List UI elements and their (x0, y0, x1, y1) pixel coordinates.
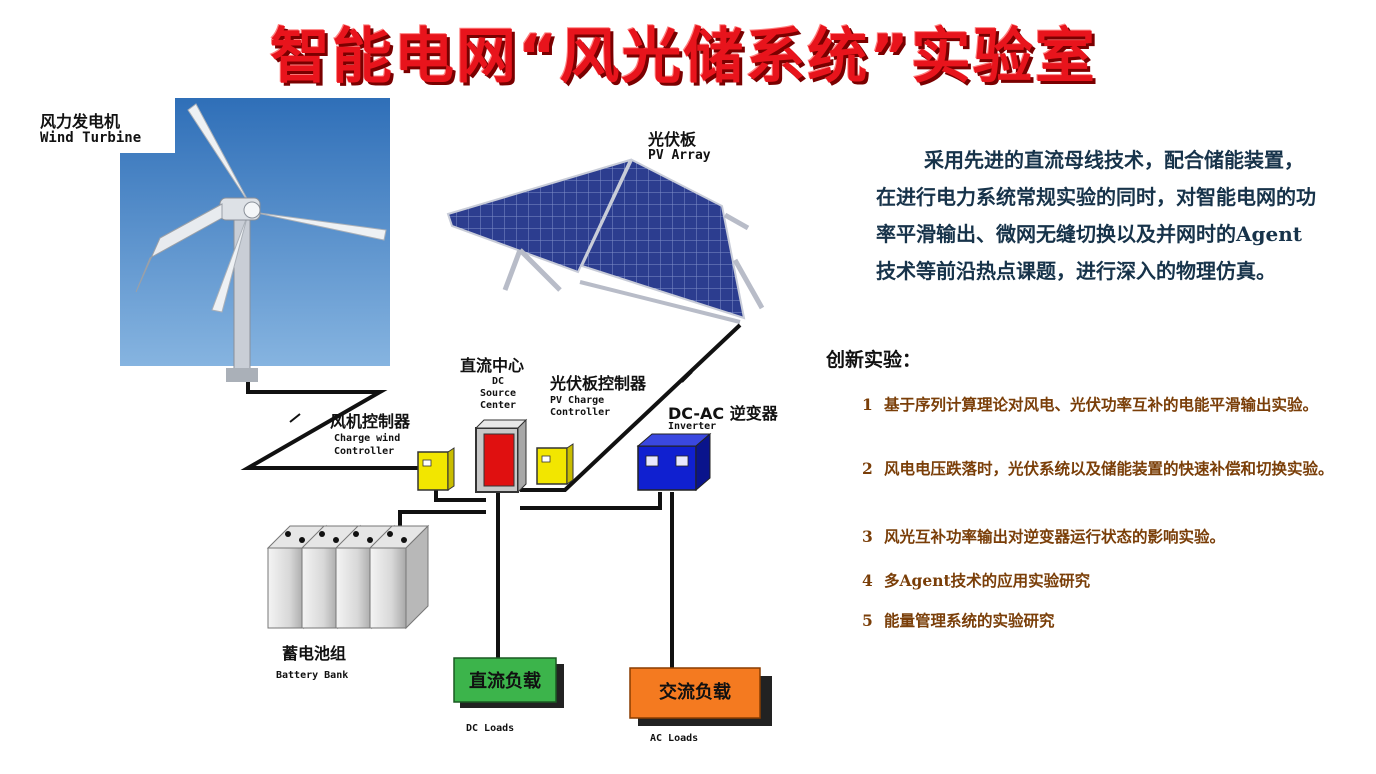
wind-controller-label-en: Charge wind Controller (334, 432, 400, 458)
battery-bank-image (266, 524, 430, 630)
wind-turbine-image (120, 98, 390, 382)
innovation-item-number: 5 (862, 611, 873, 630)
dc-center-en-line: DC (491, 376, 505, 387)
dc-loads-label-en: DC Loads (466, 723, 515, 734)
pv-controller-box (536, 443, 574, 485)
dc-center-en-line: Source (479, 388, 517, 399)
innovation-item-text: 能量管理系统的实验研究 (884, 611, 1055, 630)
pv-controller-en-line: Controller (550, 407, 611, 418)
inverter-label-en: Inverter (668, 421, 717, 432)
innovation-item-text: 多Agent技术的应用实验研究 (884, 571, 1091, 590)
innovation-item: 5 能量管理系统的实验研究 (862, 610, 1352, 631)
innovation-item-number: 3 (862, 527, 873, 546)
innovation-item-text: 风电电压跌落时，光伏系统以及储能装置的快速补偿和切换实验。 (884, 459, 1334, 478)
pv-array-image (446, 158, 765, 324)
innovation-item: 2 风电电压跌落时，光伏系统以及储能装置的快速补偿和切换实验。 (862, 458, 1352, 479)
dc-center-label-en: DC Source Center (462, 376, 534, 412)
innovation-item: 1 基于序列计算理论对风电、光伏功率互补的电能平滑输出实验。 (862, 394, 1352, 415)
innovation-item: 4 多Agent技术的应用实验研究 (862, 570, 1352, 591)
dc-center-box (474, 418, 528, 494)
wind-controller-label-cn: 风机控制器 (330, 412, 411, 431)
wire-breaks (289, 371, 693, 423)
pv-controller-label-cn: 光伏板控制器 (550, 374, 647, 393)
innovation-item-number: 1 (862, 395, 873, 414)
pv-array-label-cn: 光伏板 (648, 130, 697, 149)
ac-loads-label-en: AC Loads (650, 733, 699, 744)
innovation-item-text: 风光互补功率输出对逆变器运行状态的影响实验。 (884, 527, 1226, 546)
wind-controller-en-line: Charge wind (334, 433, 401, 444)
innovation-title: 创新实验： (826, 349, 922, 371)
innovation-item: 3 风光互补功率输出对逆变器运行状态的影响实验。 (862, 526, 1352, 547)
battery-bank-label-en: Battery Bank (276, 670, 349, 681)
innovation-item-text: 基于序列计算理论对风电、光伏功率互补的电能平滑输出实验。 (884, 395, 1319, 414)
dc-center-en-line: Center (479, 400, 517, 411)
inverter-box (636, 432, 712, 492)
ac-loads-cn: 交流负载 (659, 681, 731, 703)
pv-array-label-en: PV Array (648, 148, 711, 163)
dc-loads-box: 直流负载 (453, 657, 564, 708)
inverter-label-cn: DC-AC 逆变器 (668, 404, 778, 423)
battery-bank-label-cn: 蓄电池组 (282, 644, 347, 663)
dc-loads-cn: 直流负载 (469, 670, 541, 692)
description-text: 采用先进的直流母线技术，配合储能装置，在进行电力系统常规实验的同时，对智能电网的… (876, 148, 1316, 283)
wind-turbine-label-cn: 风力发电机 (40, 112, 121, 131)
description: 采用先进的直流母线技术，配合储能装置，在进行电力系统常规实验的同时，对智能电网的… (876, 142, 1316, 290)
dc-center-label-cn: 直流中心 (460, 356, 525, 375)
innovation-item-number: 4 (862, 571, 873, 590)
innovation-item-number: 2 (862, 459, 873, 478)
wind-controller-en-line: Controller (334, 446, 395, 457)
wind-turbine-label-en: Wind Turbine (40, 130, 142, 146)
ac-loads-box: 交流负载 (629, 667, 772, 726)
page-title: 智能电网“风光储系统”实验室 (270, 22, 1097, 92)
pv-controller-label-en: PV Charge Controller (550, 395, 610, 419)
wind-controller-box (417, 447, 455, 491)
pv-controller-en-line: PV Charge (550, 395, 605, 406)
